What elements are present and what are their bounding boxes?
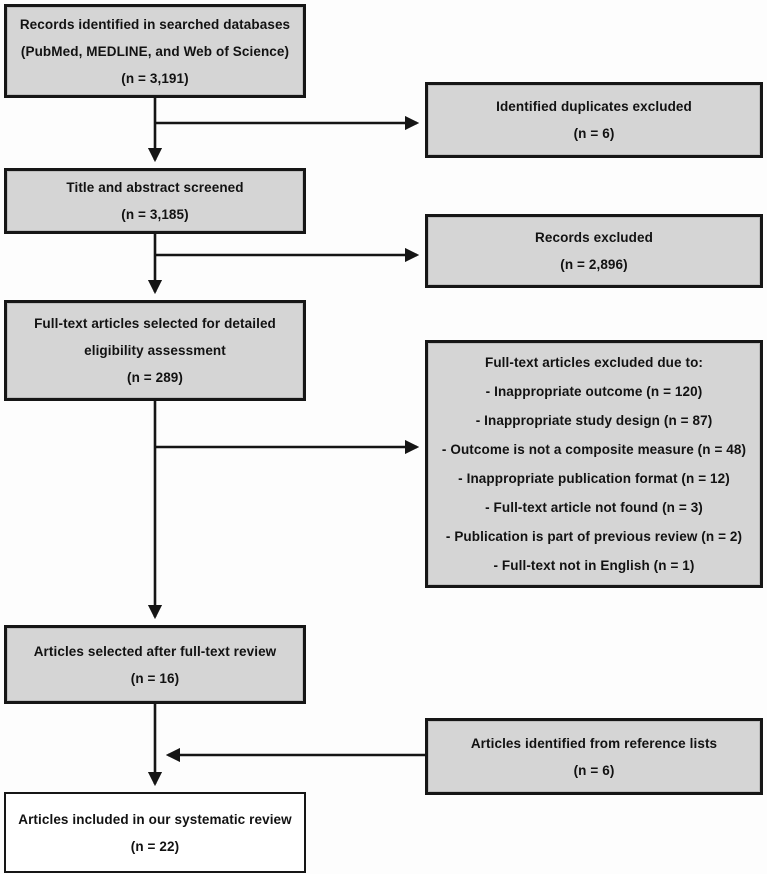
box-text-line: eligibility assessment — [84, 343, 226, 358]
box-text-line: (n = 16) — [130, 670, 180, 686]
exclusion-reason: - Full-text not in English (n = 1) — [493, 558, 695, 573]
box-text-line: Full-text articles excluded due to: — [484, 355, 704, 370]
box-text-line: Full-text articles selected for detailed — [34, 316, 276, 331]
box-articles-selected: Articles selected after full-text review… — [4, 625, 306, 704]
box-text-line: (n = 6) — [573, 762, 615, 778]
exclusion-reason: - Inappropriate study design (n = 87) — [475, 413, 713, 428]
box-text-line: (n = 2,896) — [560, 257, 628, 272]
box-text-line: (n = 22) — [130, 838, 180, 854]
box-text-line: Articles included in our systematic revi… — [18, 811, 292, 827]
exclusion-reason: - Publication is part of previous review… — [445, 529, 743, 544]
exclusion-reason: - Inappropriate publication format (n = … — [458, 471, 730, 486]
box-text-line: Articles selected after full-text review — [33, 643, 277, 659]
box-included-systematic-review: Articles included in our systematic revi… — [4, 792, 306, 873]
box-text-line: (n = 289) — [126, 370, 184, 385]
box-text-line: Records excluded — [535, 230, 653, 245]
exclusion-reason: - Full-text article not found (n = 3) — [485, 500, 703, 515]
exclusion-reason: - Outcome is not a composite measure (n … — [441, 442, 747, 457]
box-text-line: Title and abstract screened — [66, 180, 244, 195]
box-duplicates-excluded: Identified duplicates excluded (n = 6) — [425, 82, 763, 158]
box-reference-lists: Articles identified from reference lists… — [425, 718, 763, 795]
box-text-line: (n = 3,191) — [121, 70, 189, 86]
box-fulltext-excluded: Full-text articles excluded due to: - In… — [425, 340, 763, 588]
exclusion-reason: - Inappropriate outcome (n = 120) — [485, 384, 703, 399]
box-text-line: (n = 3,185) — [121, 207, 189, 222]
box-title-abstract-screened: Title and abstract screened (n = 3,185) — [4, 168, 306, 234]
box-text-line: (PubMed, MEDLINE, and Web of Science) — [20, 43, 290, 59]
box-text-line: Records identified in searched databases — [19, 16, 291, 32]
box-records-identified: Records identified in searched databases… — [4, 4, 306, 98]
box-text-line: Articles identified from reference lists — [470, 735, 718, 751]
box-fulltext-selected: Full-text articles selected for detailed… — [4, 300, 306, 401]
box-records-excluded: Records excluded (n = 2,896) — [425, 214, 763, 288]
box-text-line: (n = 6) — [573, 126, 615, 141]
box-text-line: Identified duplicates excluded — [496, 99, 692, 114]
